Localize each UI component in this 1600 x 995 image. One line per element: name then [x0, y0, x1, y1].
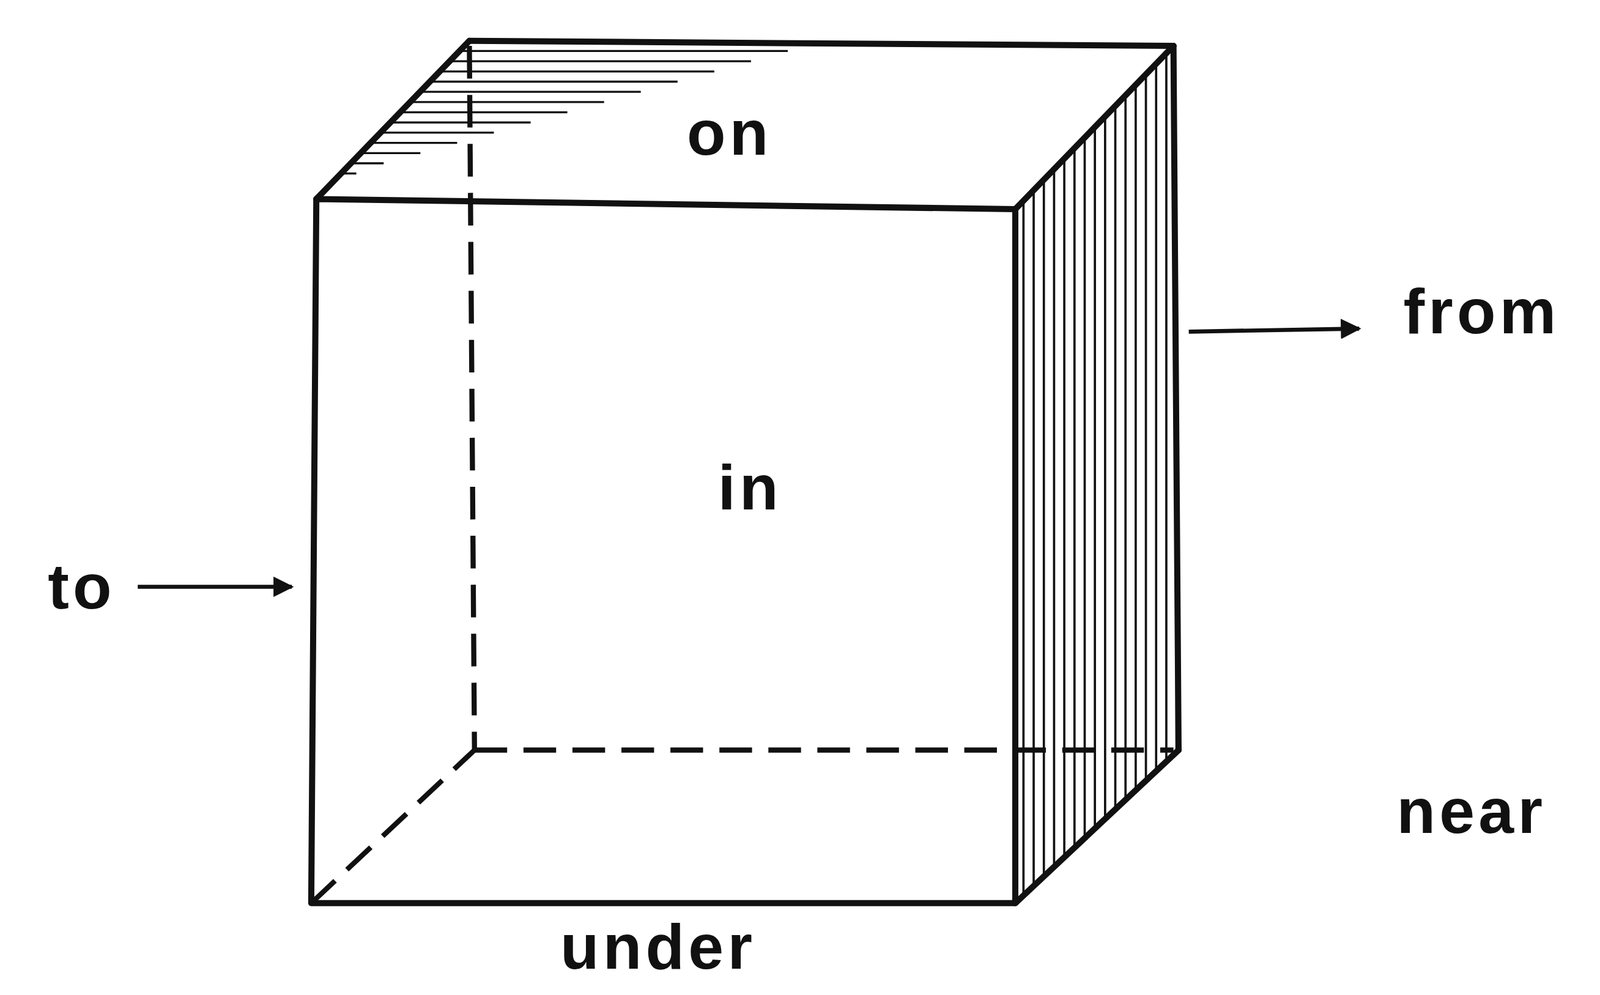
- preposition-label: near: [1396, 779, 1547, 843]
- preposition-label: on: [686, 100, 773, 165]
- preposition-label: from: [1403, 279, 1560, 344]
- preposition-label: under: [560, 914, 756, 979]
- preposition-label: to: [47, 554, 116, 619]
- preposition-label: in: [718, 455, 783, 520]
